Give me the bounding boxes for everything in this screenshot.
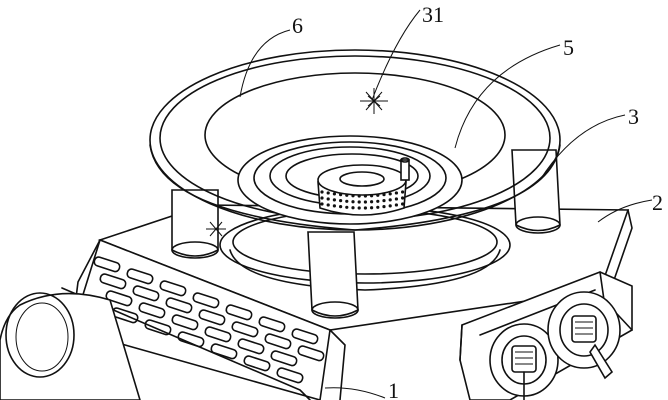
burner-flame-holes [320,190,405,210]
flame-hole [332,198,336,202]
flame-hole [388,192,392,196]
vent-slot [198,309,226,326]
flame-hole [370,194,374,198]
leader-6 [239,29,291,98]
vent-slot [105,290,133,307]
vent-slot [99,273,127,290]
flame-hole [394,191,398,195]
vent-slot [204,326,232,343]
vent-slot [237,338,265,355]
flame-hole [345,205,349,209]
flame-hole [370,200,374,204]
vent-slot [132,285,160,302]
vent-slot [159,280,187,297]
burner-head [237,135,463,225]
vent-slot [258,316,286,333]
flame-hole [320,196,324,200]
callout-31: 31 [422,2,444,27]
support-leg-left [171,189,219,259]
flame-hole [363,206,367,210]
flame-hole [332,204,336,208]
vent-slot [138,302,166,319]
flame-hole [332,192,336,196]
flame-hole [401,196,405,200]
callout-3: 3 [628,104,639,129]
callout-5: 5 [563,35,574,60]
flame-hole [339,205,343,209]
flame-hole [345,199,349,203]
flame-hole [363,194,367,198]
flame-hole [394,197,398,201]
flame-hole [351,206,355,210]
vent-slot [225,304,253,321]
flame-hole [382,205,386,209]
flame-hole [339,199,343,203]
flame-hole [370,206,374,210]
vent-slot [165,297,193,314]
flame-hole [376,193,380,197]
callout-2: 2 [652,190,663,215]
leader-1 [324,387,386,399]
gas-valve-left [489,323,559,400]
side-cylinder [0,292,141,400]
callout-1: 1 [388,378,399,400]
leader-2 [597,199,653,223]
vent-slot [126,268,154,285]
callout-6: 6 [292,13,303,38]
flame-hole [320,202,324,206]
vent-slot [297,345,325,362]
flame-hole [326,191,330,195]
flame-hole [388,198,392,202]
flame-hole [363,200,367,204]
vent-slot [231,321,259,338]
vent-slot [276,367,304,384]
flame-hole [357,206,361,210]
flame-sensor-31 [360,88,388,114]
flame-hole [357,200,361,204]
flame-hole [320,190,324,194]
vent-slot [291,328,319,345]
flame-hole [394,203,398,207]
flame-hole [351,194,355,198]
flame-hole [401,190,405,194]
flame-hole [326,197,330,201]
vent-slot [210,343,238,360]
vent-slots [93,256,325,384]
flame-hole [339,193,343,197]
leader-5 [454,44,561,149]
vent-slot [171,314,199,331]
flame-hole [382,193,386,197]
leader-31 [371,9,421,101]
flame-hole [376,199,380,203]
side-sensor [206,221,226,237]
flame-hole [401,202,405,206]
vent-slot [144,319,172,336]
flame-hole [376,205,380,209]
leader-lines [239,9,653,399]
leader-3 [539,114,626,181]
vent-slot [270,350,298,367]
vent-slot [93,256,121,273]
vent-slot [192,292,220,309]
vent-slot [177,331,205,348]
flame-hole [382,199,386,203]
flame-hole [351,200,355,204]
support-leg-front [307,231,359,319]
gas-valve-right [547,291,621,380]
igniter-pin [400,157,410,181]
flame-hole [345,193,349,197]
vent-slot [264,333,292,350]
vent-slot [243,355,271,372]
flame-hole [357,194,361,198]
flame-hole [326,203,330,207]
flame-hole [388,204,392,208]
